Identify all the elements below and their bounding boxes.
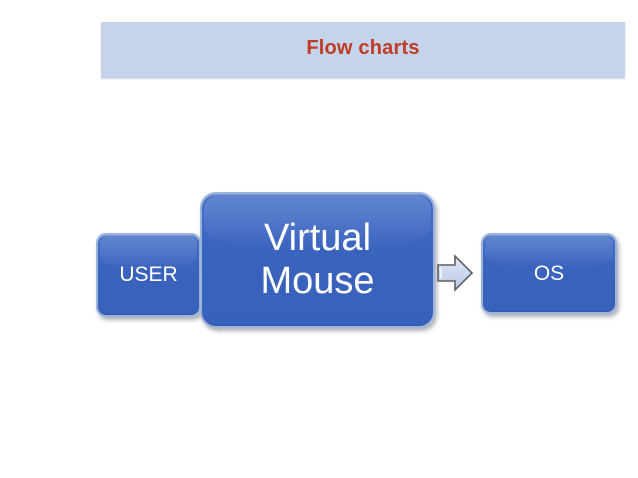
title-banner: Flow charts (101, 22, 625, 78)
flow-node-virtual-mouse-label: Virtual Mouse (260, 217, 375, 302)
flow-node-os-label: OS (533, 261, 565, 285)
flow-node-virtual-mouse[interactable]: Virtual Mouse (200, 192, 435, 328)
flow-node-user-label: USER (119, 263, 178, 287)
arrow-right-icon (436, 253, 474, 293)
page-title: Flow charts (306, 37, 420, 59)
flow-node-user[interactable]: USER (96, 233, 201, 317)
flow-node-os[interactable]: OS (481, 233, 617, 314)
